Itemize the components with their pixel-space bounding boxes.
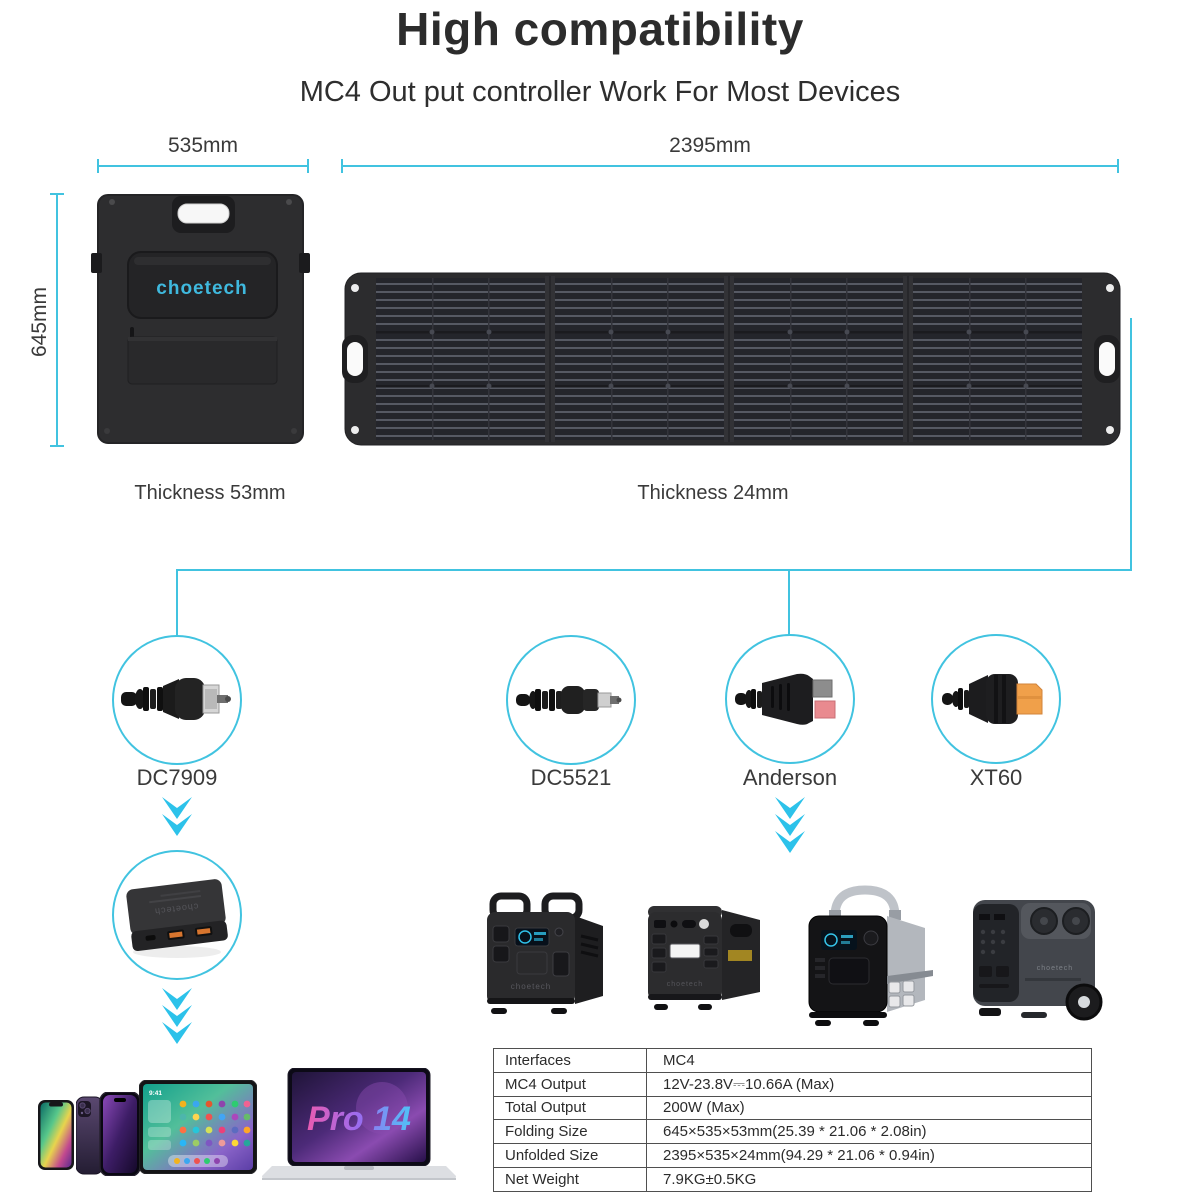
laptop-illustration: Pro 14 — [262, 1068, 456, 1180]
chevron-down-icon — [162, 988, 192, 1010]
station2-logo-text: choetech — [667, 981, 703, 988]
spec-row: Interfaces MC4 — [493, 1048, 1092, 1073]
connector-circle-dc7909 — [112, 635, 242, 765]
power-station-1: choetech — [487, 892, 603, 1014]
panel-section — [913, 278, 1082, 440]
spec-value: 645×535×53mm(25.39 * 21.06 * 2.08in) — [646, 1119, 1092, 1145]
connector-label-xt60: XT60 — [969, 765, 1023, 790]
spec-table: Interfaces MC4 MC4 Output 12V-23.8V⎓10.6… — [493, 1048, 1092, 1192]
flow-line-drop-anderson — [788, 569, 790, 636]
spec-label: Total Output — [493, 1095, 647, 1121]
spec-label: MC4 Output — [493, 1071, 647, 1097]
station1-logo-text: choetech — [511, 982, 551, 991]
connector-label-dc7909: DC7909 — [136, 765, 218, 790]
chevron-down-icon — [162, 814, 192, 836]
unfolded-panel-illustration — [342, 272, 1121, 446]
dc5521-plug-icon — [516, 686, 622, 714]
chevron-down-icon — [775, 831, 805, 853]
arrow-adapter-to-devices — [162, 988, 192, 1044]
chevron-down-icon — [775, 797, 805, 819]
arrow-anderson-to-stations — [775, 797, 805, 853]
spec-label: Interfaces — [493, 1048, 647, 1073]
anderson-plug-icon — [735, 673, 836, 725]
adapter-circle: choetech — [112, 850, 242, 980]
usb-adapter-icon: choetech — [126, 879, 228, 958]
folded-width-dimension-line — [97, 159, 309, 173]
arrow-dc7909-to-adapter — [162, 797, 192, 836]
unfolded-width-dimension-line — [341, 159, 1119, 173]
panel-section — [376, 278, 545, 440]
spec-row: Folding Size 645×535×53mm(25.39 * 21.06 … — [493, 1119, 1092, 1145]
ipad-clock-text: 9:41 — [149, 1090, 162, 1097]
power-station-4: choetech — [973, 900, 1103, 1021]
folded-height-label: 645mm — [28, 286, 51, 358]
page-title: High compatibility — [396, 3, 804, 55]
iphone-pair-illustration — [76, 1092, 140, 1176]
spec-value: MC4 — [646, 1048, 1092, 1073]
unfolded-width-label: 2395mm — [669, 134, 751, 157]
chevron-down-icon — [162, 1005, 192, 1027]
flow-line-panel-down — [1130, 318, 1132, 571]
page-subtitle: MC4 Out put controller Work For Most Dev… — [299, 76, 901, 108]
flow-line-drop-dc7909 — [176, 569, 178, 637]
spec-row: MC4 Output 12V-23.8V⎓10.66A (Max) — [493, 1071, 1092, 1097]
spec-label: Net Weight — [493, 1166, 647, 1192]
connector-circle-dc5521 — [506, 635, 636, 765]
chevron-down-icon — [162, 1022, 192, 1044]
spec-value: 7.9KG±0.5KG — [646, 1166, 1092, 1192]
folded-width-label: 535mm — [167, 134, 239, 157]
station4-logo-text: choetech — [1037, 965, 1073, 972]
smartphone-illustration — [38, 1100, 74, 1170]
ipad-illustration: 9:41 — [139, 1080, 257, 1174]
spec-label: Folding Size — [493, 1119, 647, 1145]
connector-label-dc5521: DC5521 — [530, 765, 612, 790]
flow-line-horizontal — [176, 569, 1132, 571]
connector-circle-anderson — [725, 634, 855, 764]
spec-row: Net Weight 7.9KG±0.5KG — [493, 1166, 1092, 1192]
power-station-3 — [808, 885, 933, 1026]
xt60-plug-icon — [942, 674, 1043, 724]
unfolded-thickness-label: Thickness 24mm — [637, 482, 789, 504]
spec-row: Total Output 200W (Max) — [493, 1095, 1092, 1121]
spec-value: 12V-23.8V⎓10.66A (Max) — [646, 1071, 1092, 1097]
chevron-down-icon — [162, 797, 192, 819]
laptop-screen-text: Pro 14 — [307, 1100, 411, 1138]
spec-row: Unfolded Size 2395×535×24mm(94.29 * 21.0… — [493, 1143, 1092, 1168]
folded-thickness-label: Thickness 53mm — [134, 482, 286, 504]
panel-section — [555, 278, 724, 440]
panel-section — [734, 278, 903, 440]
folded-panel-illustration: choetech — [91, 194, 310, 444]
spec-value: 2395×535×24mm(94.29 * 21.06 * 0.94in) — [646, 1143, 1092, 1168]
chevron-down-icon — [775, 814, 805, 836]
power-station-2: choetech — [648, 906, 760, 1010]
folded-height-dimension-line — [50, 193, 64, 447]
spec-value: 200W (Max) — [646, 1095, 1092, 1121]
dc7909-plug-icon — [121, 678, 231, 720]
choetech-logo: choetech — [156, 278, 247, 299]
spec-label: Unfolded Size — [493, 1143, 647, 1168]
connector-circle-xt60 — [931, 634, 1061, 764]
connector-label-anderson: Anderson — [742, 765, 838, 790]
